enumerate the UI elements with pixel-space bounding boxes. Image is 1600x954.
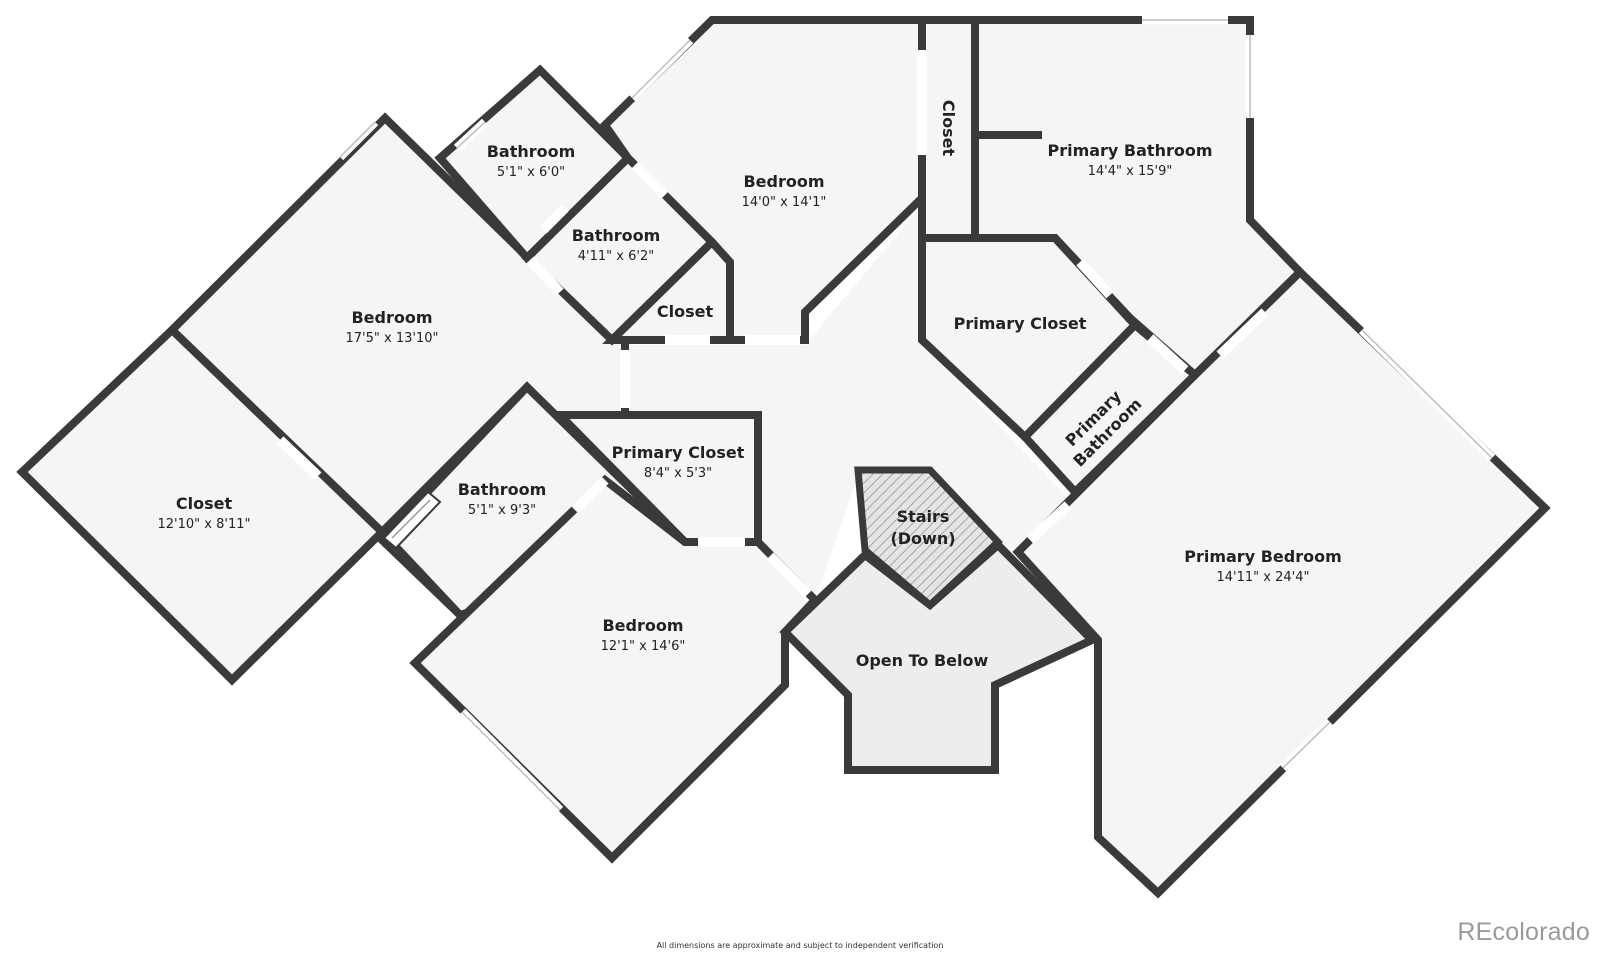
- dims-closet-west: 12'10" x 8'11": [158, 517, 251, 532]
- dims-bedroom-south: 12'1" x 14'6": [601, 639, 686, 654]
- label-closet-west: Closet: [176, 494, 233, 513]
- dims-bedroom-west: 17'5" x 13'10": [346, 331, 439, 346]
- label-closet-small: Closet: [657, 302, 714, 321]
- label-bathroom-top: Bathroom: [487, 142, 576, 161]
- label-bathroom-mid: Bathroom: [572, 226, 661, 245]
- stairs: [854, 466, 1003, 610]
- door-opening: [571, 476, 609, 514]
- dims-bathroom-top: 5'1" x 6'0": [497, 165, 565, 180]
- dims-bathroom-south: 5'1" x 9'3": [468, 503, 536, 518]
- door-opening: [766, 552, 812, 598]
- door-opening: [276, 436, 322, 480]
- dims-bathroom-mid: 4'11" x 6'2": [578, 249, 654, 264]
- label-primary-bedroom: Primary Bedroom: [1184, 547, 1342, 566]
- door-opening: [526, 256, 564, 296]
- room-bedroom-north: [599, 16, 926, 344]
- shower-fixture-icon: [382, 490, 442, 550]
- windows: [336, 15, 1496, 814]
- label-primary-closet-ne: Primary Closet: [954, 314, 1087, 333]
- label-open-to-below: Open To Below: [856, 651, 989, 670]
- disclaimer-text: All dimensions are approximate and subje…: [656, 941, 944, 950]
- dims-primary-bathroom: 14'4" x 15'9": [1088, 164, 1173, 179]
- door-opening: [1216, 308, 1269, 359]
- door-opening: [631, 161, 669, 199]
- label-stairs-down: (Down): [890, 529, 955, 548]
- label-bedroom-west: Bedroom: [351, 308, 432, 327]
- label-stairs: Stairs: [897, 507, 950, 526]
- room-primary-bedroom: [1012, 266, 1551, 899]
- door-opening: [1026, 501, 1072, 544]
- door-opening: [1076, 258, 1114, 299]
- label-bedroom-south: Bedroom: [602, 616, 683, 635]
- label-bathroom-south: Bathroom: [458, 480, 547, 499]
- door-opening: [1146, 334, 1189, 374]
- door-opening: [539, 204, 569, 234]
- dims-bedroom-north: 14'0" x 14'1": [742, 195, 827, 210]
- dims-primary-closet-center: 8'4" x 5'3": [644, 466, 712, 481]
- dims-primary-bedroom: 14'11" x 24'4": [1217, 570, 1310, 585]
- brand-logo: REcolorado: [1457, 918, 1590, 946]
- label-bedroom-north: Bedroom: [743, 172, 824, 191]
- label-primary-bathroom: Primary Bathroom: [1047, 141, 1212, 160]
- label-closet-vertical: Closet: [939, 100, 958, 157]
- label-primary-closet-center: Primary Closet: [612, 443, 745, 462]
